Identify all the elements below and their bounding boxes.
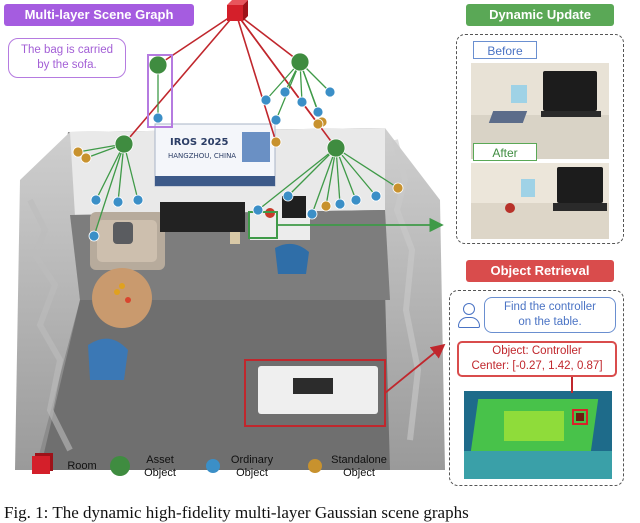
legend-asset-label: Asset Object	[136, 454, 184, 480]
ordinary-object-node	[252, 204, 264, 216]
graph-edge	[123, 143, 139, 201]
asset-object-node	[290, 52, 310, 72]
ordinary-object-node	[260, 94, 272, 106]
ordinary-object-node	[350, 194, 362, 206]
legend-room-icon	[32, 456, 50, 474]
query-bubble: Find the controller on the table.	[484, 297, 616, 333]
legend-standalone-line1: Standalone	[331, 454, 387, 466]
ordinary-object-node	[312, 106, 324, 118]
graph-edge	[335, 147, 399, 189]
sofa	[90, 212, 165, 270]
query-line1: Find the controller	[503, 301, 597, 313]
graph-edge	[287, 147, 337, 197]
graph-edge	[325, 147, 337, 207]
bag-relation-highlight	[147, 54, 173, 128]
blue-chair-left	[88, 338, 128, 380]
legend-asset-line2: Object	[144, 467, 176, 479]
ordinary-object-node	[132, 194, 144, 206]
graph-edge	[95, 143, 125, 201]
retrieval-render	[464, 391, 612, 479]
legend-standalone-label: Standalone Object	[324, 454, 394, 480]
graph-edge	[311, 147, 337, 215]
legend-asset-icon	[110, 456, 130, 476]
scene-graph-tag: Multi-layer Scene Graph	[4, 4, 194, 26]
ordinary-object-node	[370, 190, 382, 202]
object-retrieval-panel: Find the controller on the table. Object…	[449, 290, 624, 486]
bag-relation-note: The bag is carried by the sofa.	[8, 38, 126, 78]
ordinary-object-node	[90, 194, 102, 206]
ordinary-object-node	[279, 86, 291, 98]
retrieval-result-box: Object: Controller Center: [-0.27, 1.42,…	[457, 341, 617, 377]
ordinary-object-node	[152, 112, 164, 124]
ordinary-object-node	[112, 196, 124, 208]
standalone-object-node	[320, 200, 332, 212]
legend: Room Asset Object Ordinary Object Standa…	[28, 450, 418, 486]
ordinary-object-node	[334, 198, 346, 210]
round-table	[92, 268, 152, 328]
graph-edge	[93, 143, 125, 237]
room-node	[227, 0, 248, 21]
after-photo	[471, 163, 609, 239]
ordinary-object-node	[88, 230, 100, 242]
dynamic-update-panel: Before After	[456, 34, 624, 244]
ordinary-object-node	[296, 96, 308, 108]
standalone-object-node	[392, 182, 404, 194]
standalone-object-node	[80, 152, 92, 164]
standalone-object-node	[312, 118, 324, 130]
legend-standalone-icon	[308, 459, 322, 473]
graph-edge	[257, 147, 337, 211]
scene-graph	[72, 0, 404, 242]
asset-object-node	[114, 134, 134, 154]
ordinary-object-node	[324, 86, 336, 98]
asset-object-node	[326, 138, 346, 158]
retrieval-arrow-down	[571, 377, 573, 393]
graph-edge	[117, 143, 125, 203]
ordinary-object-node	[282, 190, 294, 202]
asset-object-node	[148, 55, 168, 75]
dynamic-update-tag: Dynamic Update	[466, 4, 614, 26]
object-retrieval-tag: Object Retrieval	[466, 260, 614, 282]
graph-edge	[235, 12, 301, 63]
legend-room-label: Room	[67, 460, 97, 472]
graph-edge	[335, 147, 377, 197]
retrieval-arrow	[384, 343, 446, 394]
legend-ordinary-line2: Object	[236, 467, 268, 479]
legend-ordinary-line1: Ordinary	[230, 454, 274, 466]
poster-title: IROS 2025	[170, 137, 228, 148]
ordinary-object-node	[270, 114, 282, 126]
standalone-object-node	[270, 136, 282, 148]
poster-subtitle: HANGZHOU, CHINA	[168, 152, 236, 160]
before-label: Before	[473, 41, 537, 59]
bag-note-line1: The bag is carried	[20, 44, 114, 56]
legend-standalone-line2: Object	[343, 467, 375, 479]
legend-ordinary-icon	[206, 459, 220, 473]
figure-caption: Fig. 1: The dynamic high-fidelity multi-…	[4, 503, 469, 522]
standalone-object-node	[72, 146, 84, 158]
result-object-line: Object: Controller	[492, 345, 582, 357]
graph-edge	[235, 12, 277, 143]
after-label: After	[473, 143, 537, 161]
query-line2: on the table.	[518, 316, 582, 328]
user-avatar-icon	[458, 303, 480, 329]
legend-ordinary-label: Ordinary Object	[224, 454, 280, 480]
bag-note-line2: by the sofa.	[37, 59, 97, 71]
result-center-line: Center: [-0.27, 1.42, 0.87]	[471, 360, 603, 372]
conference-poster: IROS 2025 HANGZHOU, CHINA	[154, 123, 276, 187]
laptop	[282, 196, 306, 218]
tv-screen	[160, 202, 245, 232]
blue-chair-right	[275, 243, 309, 274]
ordinary-object-node	[306, 208, 318, 220]
legend-asset-line1: Asset	[146, 454, 174, 466]
graph-edge	[123, 12, 237, 145]
